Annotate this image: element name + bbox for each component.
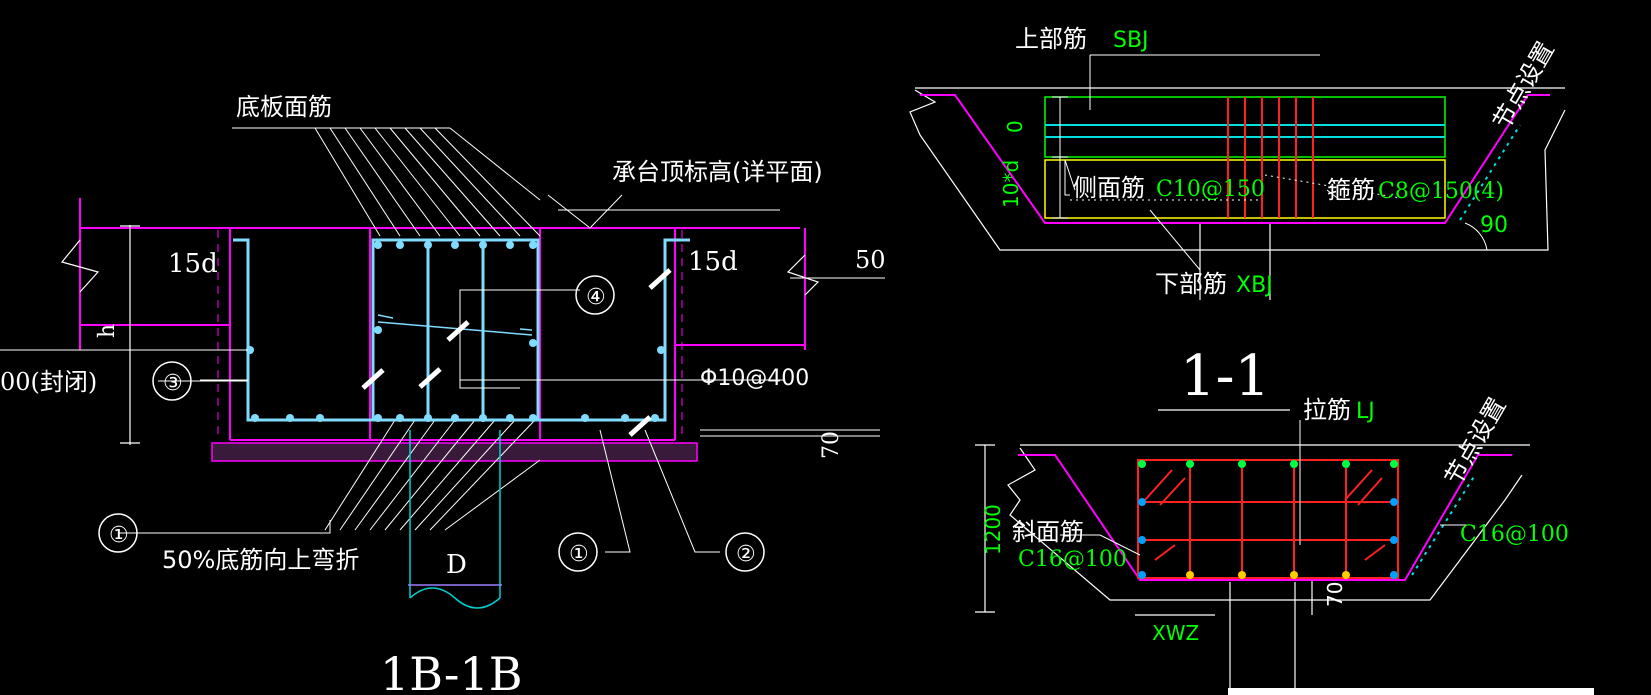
- label-bottom-bar: 下部筋: [1155, 270, 1227, 298]
- label-dim-0: 0: [1003, 120, 1027, 133]
- label-seal-note: 00(封闭): [0, 368, 97, 396]
- label-bottom-plate-top-bar: 底板面筋: [236, 93, 332, 121]
- label-bent-note: 50%底筋向上弯折: [162, 546, 359, 574]
- label-cap-top-elevation: 承台顶标高(详平面): [612, 158, 823, 186]
- label-h: h: [95, 324, 120, 338]
- right-bottom-section: 拉筋 LJ 节点设置 斜面筋 C16@100 C16@100 1200 70 X…: [975, 393, 1594, 695]
- label-slope-bar: 斜面筋: [1012, 518, 1084, 546]
- label-dim-50: 50: [855, 246, 886, 274]
- callout-4: ④: [586, 285, 606, 310]
- label-hook-right: 15d: [688, 247, 738, 277]
- label-top-bar: 上部筋: [1015, 25, 1087, 53]
- label-xwz: XWZ: [1152, 621, 1199, 645]
- label-dim-10d: 10*d: [999, 160, 1023, 208]
- callout-1a: ①: [109, 523, 129, 548]
- section-title-1-1: 1-1: [1180, 344, 1270, 409]
- label-stirrup: 箍筋: [1327, 176, 1375, 204]
- label-slope-spec-left: C16@100: [1018, 547, 1127, 572]
- label-bottom-bar-code: XBJ: [1236, 273, 1273, 298]
- label-tie-spec: Φ10@400: [700, 366, 809, 391]
- label-dim-70: 70: [819, 431, 844, 459]
- label-tie-bar-code: LJ: [1356, 399, 1375, 424]
- callout-2: ②: [736, 542, 756, 567]
- right-top-section: 上部筋 SBJ 侧面筋 C10@150 箍筋 C8@150(4) 下部筋 XBJ…: [909, 25, 1566, 411]
- section-title-1b: 1B-1B: [380, 647, 523, 695]
- label-hook-left: 15d: [168, 249, 218, 279]
- label-angle-90: 90: [1480, 213, 1508, 238]
- label-side-bar: 侧面筋: [1073, 174, 1145, 202]
- label-dim-1200: 1200: [981, 504, 1005, 555]
- label-node-setting-top: 节点设置: [1488, 37, 1560, 134]
- callout-3: ③: [163, 371, 183, 396]
- left-section-drawing: 底板面筋 承台顶标高(详平面) 15d 15d 50 00(封闭) h Φ10@…: [0, 93, 886, 695]
- label-dim-70-right: 70: [1323, 582, 1347, 607]
- label-slope-spec-right: C16@100: [1460, 522, 1569, 547]
- label-stirrup-spec: C8@150(4): [1378, 179, 1504, 204]
- label-pile-d: D: [446, 550, 467, 580]
- label-side-bar-spec: C10@150: [1156, 177, 1265, 202]
- label-tie-bar: 拉筋: [1303, 396, 1351, 424]
- label-node-setting-bottom: 节点设置: [1439, 393, 1511, 490]
- label-top-bar-code: SBJ: [1113, 28, 1149, 53]
- callout-1b: ①: [569, 542, 589, 567]
